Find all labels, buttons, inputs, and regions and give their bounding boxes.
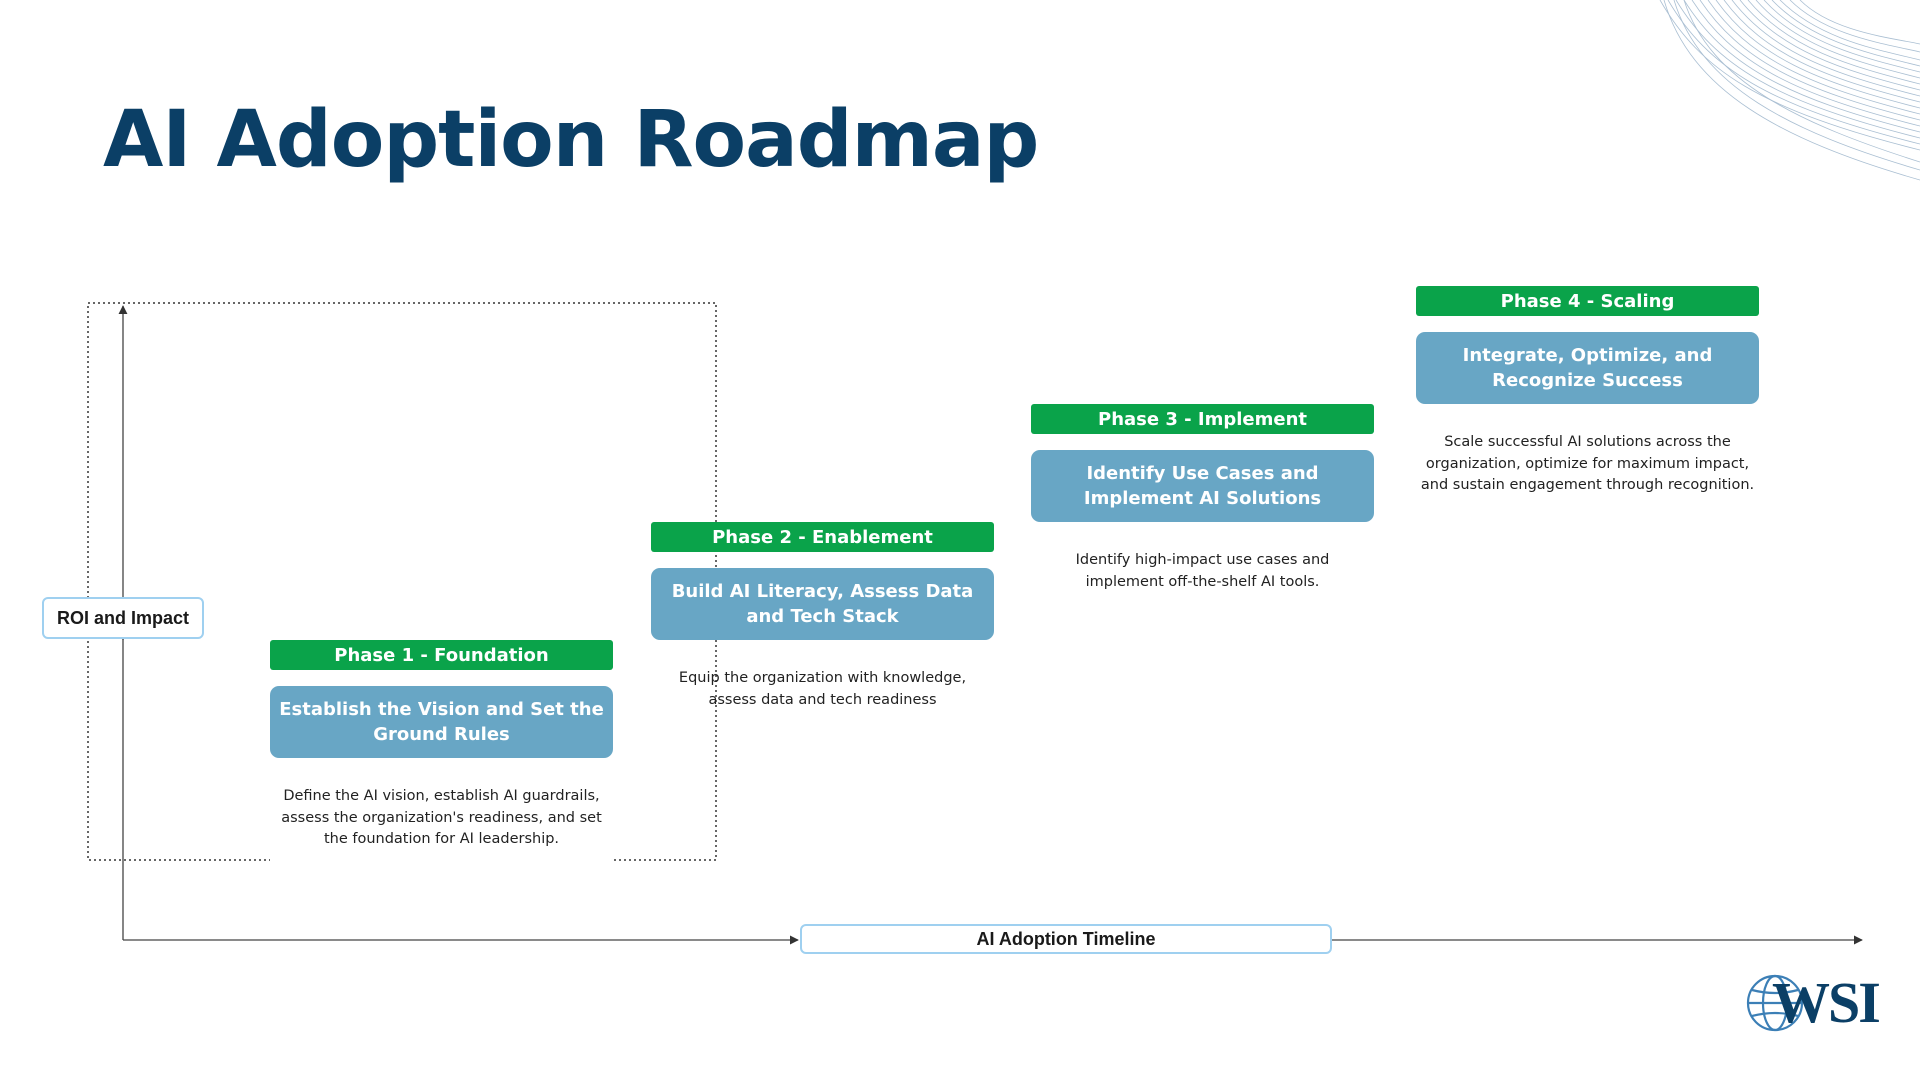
phase-2-heading: Build AI Literacy, Assess Data and Tech … bbox=[651, 568, 994, 640]
y-axis-label: ROI and Impact bbox=[42, 597, 204, 639]
phase-3-heading: Identify Use Cases and Implement AI Solu… bbox=[1031, 450, 1374, 522]
phase-3: Phase 3 - Implement Identify Use Cases a… bbox=[1031, 404, 1374, 593]
phase-4-heading: Integrate, Optimize, and Recognize Succe… bbox=[1416, 332, 1759, 404]
wsi-logo: WSI bbox=[1744, 970, 1894, 1036]
phase-1-tag: Phase 1 - Foundation bbox=[270, 640, 613, 670]
phase-4-description: Scale successful AI solutions across the… bbox=[1420, 434, 1755, 493]
wsi-logo-text: WSI bbox=[1772, 970, 1881, 1035]
phase-4-tag: Phase 4 - Scaling bbox=[1416, 286, 1759, 316]
decorative-wave-lines bbox=[1659, 0, 1920, 181]
globe-icon bbox=[1746, 974, 1804, 1032]
phase-2-tag: Phase 2 - Enablement bbox=[651, 522, 994, 552]
phase-1-description: Define the AI vision, establish AI guard… bbox=[270, 786, 613, 861]
phase-2-description: Equip the organization with knowledge, a… bbox=[678, 670, 967, 708]
phase-1: Phase 1 - Foundation Establish the Visio… bbox=[270, 640, 613, 861]
phase-2: Phase 2 - Enablement Build AI Literacy, … bbox=[651, 522, 994, 711]
phase-3-tag: Phase 3 - Implement bbox=[1031, 404, 1374, 434]
phase-3-description: Identify high-impact use cases and imple… bbox=[1075, 552, 1330, 590]
phase-4: Phase 4 - Scaling Integrate, Optimize, a… bbox=[1416, 286, 1759, 497]
phase-1-heading: Establish the Vision and Set the Ground … bbox=[270, 686, 613, 758]
page-title: AI Adoption Roadmap bbox=[103, 95, 1039, 185]
x-axis-label: AI Adoption Timeline bbox=[800, 924, 1332, 954]
